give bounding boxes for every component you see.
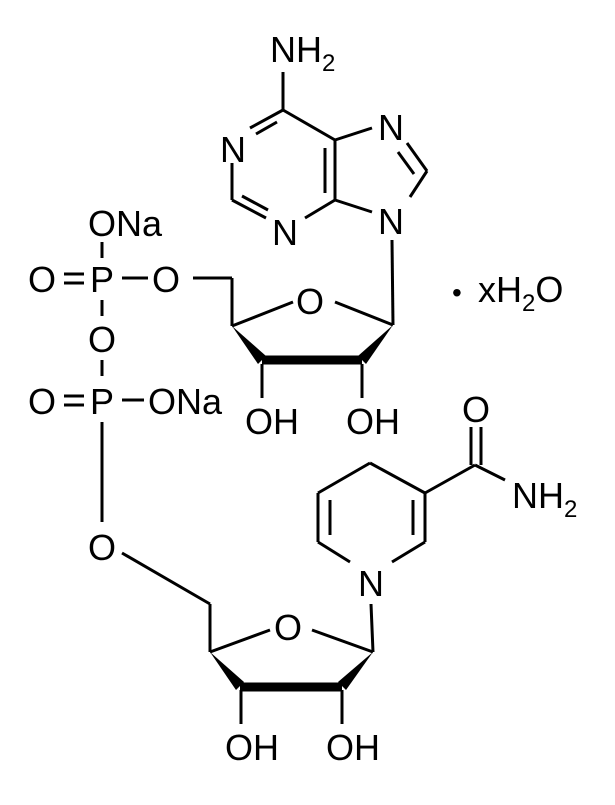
ribose1-hydroxyl-left: OH <box>245 401 299 442</box>
phosphoryl-oxygen-bottom: O <box>28 381 56 422</box>
water-formula: xH2O <box>478 269 563 317</box>
n7-label: N <box>378 107 404 148</box>
pyrophosphate-group: ONa O P O O O P ONa O <box>28 203 223 568</box>
hydrate-label: • xH2O <box>452 269 563 317</box>
n3-label: N <box>272 212 298 253</box>
upper-ribose-ring: O OH OH <box>193 276 400 442</box>
adenine-group: NH2 N N N N <box>220 29 429 253</box>
ribose2-ring-oxygen: O <box>274 607 302 648</box>
ester-oxygen-bottom: O <box>88 527 116 568</box>
ribose1-hydroxyl-right: OH <box>346 401 400 442</box>
pyridine-nitrogen: N <box>358 563 384 604</box>
n9-label: N <box>378 201 404 242</box>
hydrate-dot: • <box>452 277 462 308</box>
ribose2-hydroxyl-left: OH <box>225 727 279 768</box>
nicotinamide-group: O NH2 N <box>316 389 577 604</box>
phosphorus-top: P <box>90 259 114 300</box>
phosphoryl-oxygen-top: O <box>28 259 56 300</box>
lower-ribose-ring: O OH OH <box>208 604 380 768</box>
sodium-oxide-bottom: ONa <box>148 381 223 422</box>
ester-oxygen-top: O <box>152 259 180 300</box>
bridging-oxygen: O <box>88 319 116 360</box>
amine-nh2-label: NH2 <box>270 29 335 77</box>
ribose1-ring-oxygen: O <box>296 281 324 322</box>
ribose2-hydroxyl-right: OH <box>326 727 380 768</box>
amide-nh2-label: NH2 <box>512 475 577 523</box>
amide-oxygen: O <box>462 389 490 430</box>
n1-label: N <box>220 129 246 170</box>
phosphorus-bottom: P <box>90 381 114 422</box>
sodium-oxide-top: ONa <box>88 203 163 244</box>
